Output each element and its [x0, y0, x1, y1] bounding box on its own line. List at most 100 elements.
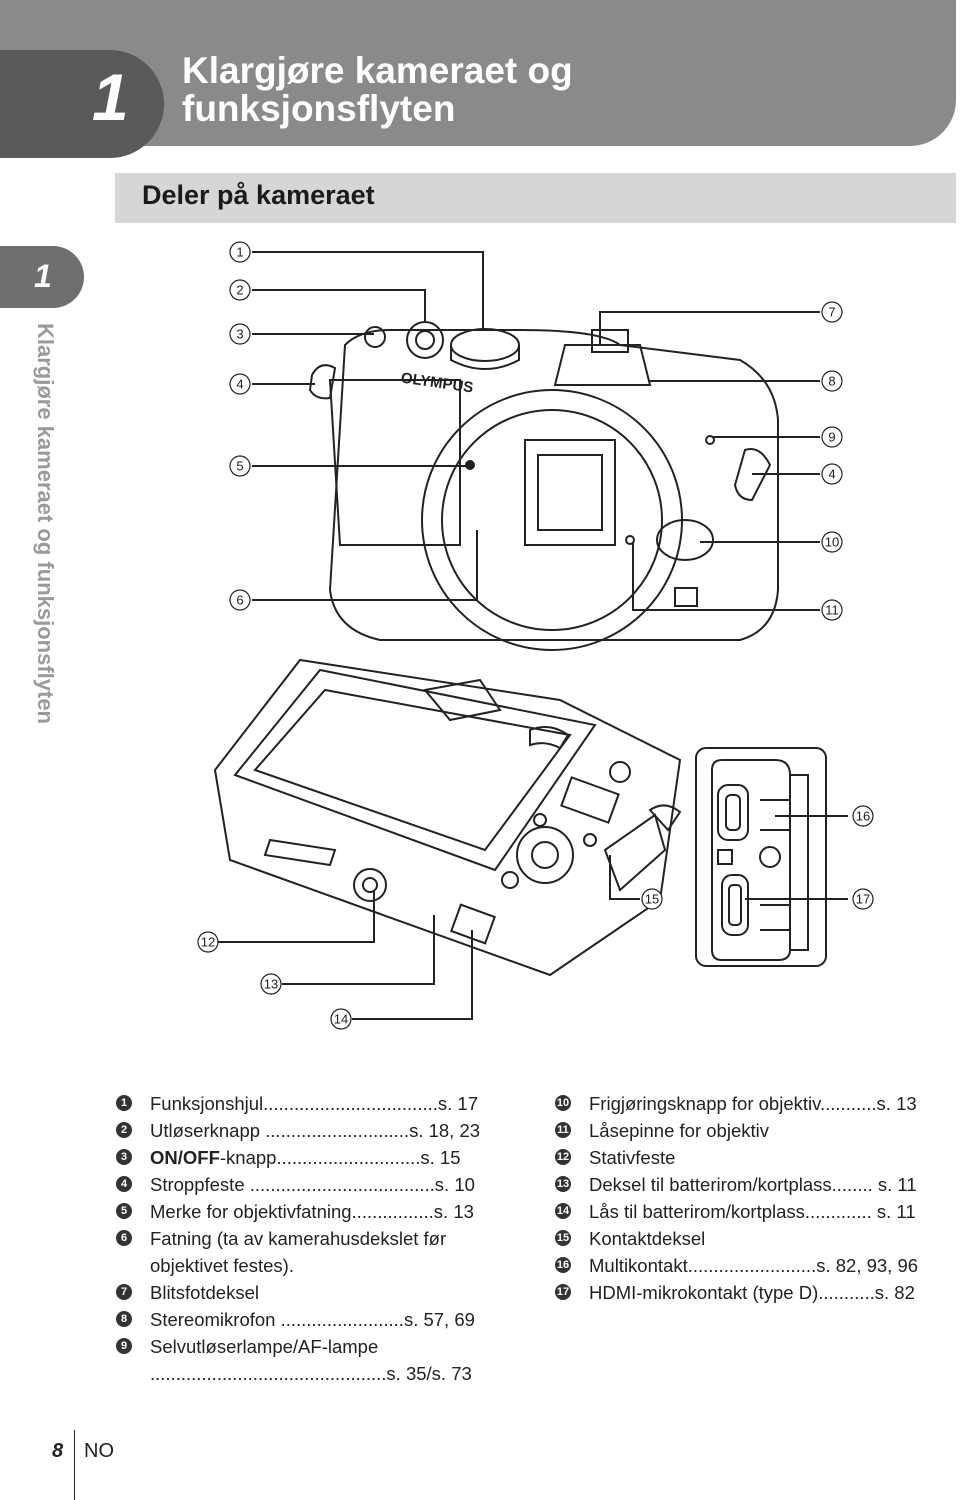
- part-number-badge: 15: [555, 1230, 571, 1246]
- part-page-ref: ........ s. 11: [831, 1174, 917, 1195]
- callout-circle: [821, 301, 843, 323]
- part-label: HDMI-mikrokontakt (type D): [589, 1282, 819, 1303]
- chapter-title: Klargjøre kameraet og funksjonsflyten: [182, 50, 573, 129]
- callout-4: 4: [229, 373, 251, 395]
- callout-2: 2: [229, 279, 251, 301]
- part-page-ref: ................s. 13: [351, 1201, 474, 1222]
- part-number-badge: 11: [555, 1122, 571, 1138]
- callout-10: 10: [821, 531, 843, 553]
- part-label: Lås til batterirom/kortplass: [589, 1201, 805, 1222]
- part-label: Stativfeste: [589, 1147, 676, 1168]
- callout-circle: [821, 463, 843, 485]
- part-number-badge: 10: [555, 1095, 571, 1111]
- callout-17: 17: [852, 888, 874, 910]
- callout-number: 10: [825, 535, 839, 550]
- callout-circle: [229, 373, 251, 395]
- part-page-ref: ..................................s. 17: [263, 1093, 478, 1114]
- callout-circle: [821, 531, 843, 553]
- part-label: Fatning (ta av kamerahusdekslet før: [150, 1228, 447, 1249]
- callout-6: 6: [229, 589, 251, 611]
- part-page-ref: ........................s. 57, 69: [275, 1309, 475, 1330]
- part-number-badge: 5: [116, 1203, 132, 1219]
- section-title: Deler på kameraet: [142, 180, 375, 210]
- callout-number: 4: [828, 467, 835, 482]
- part-label: Funksjonshjul: [150, 1093, 264, 1114]
- callout-circle: [641, 888, 663, 910]
- part-label: ON/OFF: [150, 1147, 220, 1168]
- callout-circle: [821, 370, 843, 392]
- callout-circle: [229, 241, 251, 263]
- callout-number: 15: [645, 892, 659, 907]
- callout-circle: [852, 888, 874, 910]
- part-page-ref: ............................s. 15: [276, 1147, 461, 1168]
- callout-number: 9: [828, 430, 835, 445]
- callout-circle: [821, 426, 843, 448]
- callout-circle: [229, 323, 251, 345]
- part-number-badge: 3: [116, 1149, 132, 1165]
- callout-14: 14: [330, 1008, 352, 1030]
- part-page-ref: ....................................s. 1…: [244, 1174, 475, 1195]
- callout-7: 7: [821, 301, 843, 323]
- callout-15: 15: [641, 888, 663, 910]
- chapter-number: 1: [92, 60, 129, 134]
- footer-divider: [74, 1430, 75, 1500]
- callout-circle: [229, 589, 251, 611]
- part-number-badge: 6: [116, 1230, 132, 1246]
- part-number-badge: 12: [555, 1149, 571, 1165]
- callout-1: 1: [229, 241, 251, 263]
- callout-3: 3: [229, 323, 251, 345]
- callout-number: 7: [828, 305, 835, 320]
- callout-number: 4: [236, 377, 243, 392]
- part-label-suffix: -knapp: [219, 1147, 277, 1168]
- callout-number: 6: [236, 593, 243, 608]
- parts-list-right: 10 Frigjøringsknapp for objektiv.........…: [555, 1090, 960, 1306]
- callout-number: 8: [828, 374, 835, 389]
- callout-9: 9: [821, 426, 843, 448]
- part-label: Låsepinne for objektiv: [589, 1120, 769, 1141]
- part-label: Utløserknapp: [150, 1120, 261, 1141]
- part-item: 12 Stativfeste: [555, 1144, 960, 1171]
- callout-8: 8: [821, 370, 843, 392]
- callout-circle: [229, 455, 251, 477]
- part-number-badge: 8: [116, 1311, 132, 1327]
- callout-circle: [330, 1008, 352, 1030]
- part-item: 2 Utløserknapp ..........................…: [116, 1117, 516, 1144]
- part-page-ref: .........................s. 82, 93, 96: [687, 1255, 919, 1276]
- part-label: Stroppfeste: [150, 1174, 245, 1195]
- callout-16: 16: [852, 805, 874, 827]
- part-number-badge: 2: [116, 1122, 132, 1138]
- part-label: Frigjøringsknapp for objektiv: [589, 1093, 820, 1114]
- camera-back-illustration: [213, 658, 682, 977]
- part-page-ref: ............. s. 11: [804, 1201, 916, 1222]
- part-number-badge: 13: [555, 1176, 571, 1192]
- callout-13: 13: [260, 973, 282, 995]
- callout-number: 17: [856, 892, 870, 907]
- part-item: 3 ON/OFF-knapp...........................…: [116, 1144, 516, 1171]
- part-label: Stereomikrofon: [150, 1309, 276, 1330]
- chapter-number-tab: [0, 50, 164, 158]
- part-label-continued: objektivet festes).: [150, 1255, 294, 1276]
- part-item: 8 Stereomikrofon ........................…: [116, 1306, 516, 1333]
- part-label: Multikontakt: [589, 1255, 688, 1276]
- callout-number: 5: [236, 459, 243, 474]
- callout-circle: [229, 279, 251, 301]
- camera-brand-label: OLYMPUS: [400, 370, 474, 397]
- page-number: 8: [52, 1440, 64, 1462]
- part-page-ref: ...........s. 82: [818, 1282, 915, 1303]
- callout-number: 11: [825, 603, 839, 618]
- callout-circle: [260, 973, 282, 995]
- section-header-bar: [115, 173, 956, 223]
- callout-circle: [821, 599, 843, 621]
- part-item: 6 Fatning (ta av kamerahusdekslet før obje…: [116, 1225, 516, 1279]
- part-label: Deksel til batterirom/kortplass: [589, 1174, 832, 1195]
- connector-inset-illustration: [695, 747, 827, 967]
- part-page-ref: ............................s. 18, 23: [260, 1120, 481, 1141]
